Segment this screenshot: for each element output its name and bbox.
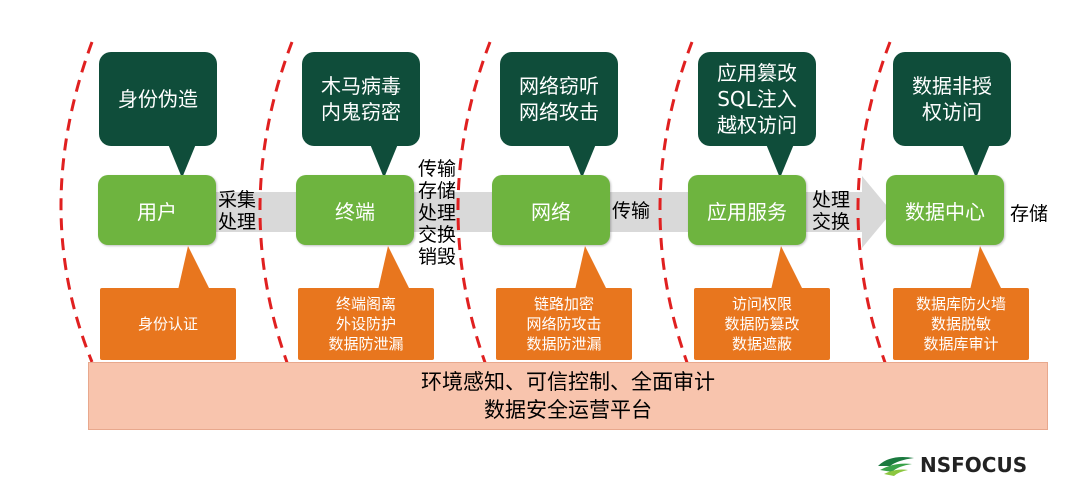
threat-callout-2: 木马病毒 内鬼窃密: [302, 52, 420, 146]
defense-text: 身份认证: [137, 315, 198, 333]
defense-tail: [378, 246, 410, 290]
defense-text: 终端阁离 外设防护 数据防泄漏: [328, 295, 404, 353]
boundary-arc-4: [658, 41, 694, 377]
flow-label-store: 存储: [1010, 203, 1049, 225]
defense-callout-3: 链路加密 网络防攻击 数据防泄漏: [496, 288, 632, 360]
defense-text: 访问权限 数据防篡改 数据遮蔽: [724, 295, 800, 353]
stage-label: 应用服务: [707, 199, 787, 224]
defense-callout-4: 访问权限 数据防篡改 数据遮蔽: [694, 288, 830, 360]
defense-callout-5: 数据库防火墙 数据脱敏 数据库审计: [893, 288, 1029, 360]
threat-text: 网络窃听 网络攻击: [519, 74, 599, 124]
stage-label: 终端: [335, 199, 375, 224]
defense-tail: [575, 246, 607, 290]
threat-tail: [168, 144, 196, 178]
threat-callout-5: 数据非授 权访问: [893, 52, 1011, 146]
stage-app-service: 应用服务: [688, 175, 806, 245]
threat-tail: [766, 144, 794, 178]
platform-line-1: 环境感知、可信控制、全面审计: [421, 370, 715, 394]
defense-tail: [970, 246, 1002, 290]
flow-label-transfer: 传输: [612, 200, 651, 222]
nsfocus-emblem-icon: [878, 457, 914, 476]
stage-label: 用户: [137, 199, 177, 224]
stage-label: 数据中心: [905, 199, 985, 224]
defense-text: 链路加密 网络防攻击 数据防泄漏: [526, 295, 602, 353]
threat-text: 数据非授 权访问: [912, 74, 992, 124]
boundary-arc-5: [856, 41, 892, 377]
stage-user: 用户: [98, 175, 216, 245]
threat-tail: [370, 144, 398, 178]
boundary-arc-3: [456, 41, 492, 377]
stage-data-center: 数据中心: [886, 175, 1004, 245]
threat-callout-3: 网络窃听 网络攻击: [500, 52, 618, 146]
nsfocus-logo: NSFOCUS: [876, 452, 1027, 478]
threat-text: 身份伪造: [118, 87, 198, 111]
logo-text: NSFOCUS: [920, 453, 1028, 477]
threat-callout-1: 身份伪造: [99, 52, 217, 146]
threat-tail: [962, 144, 990, 178]
flow-label-collect: 采集 处理: [218, 189, 257, 233]
stage-terminal: 终端: [296, 175, 414, 245]
boundary-arc-2: [258, 41, 294, 377]
stage-network: 网络: [492, 175, 610, 245]
boundary-arc-1: [59, 41, 94, 363]
defense-callout-1: 身份认证: [100, 288, 236, 360]
threat-text: 木马病毒 内鬼窃密: [321, 74, 401, 124]
flow-label-process-exchange: 处理 交换: [812, 189, 851, 233]
defense-tail: [771, 246, 803, 290]
platform-line-2: 数据安全运营平台: [484, 398, 652, 422]
threat-callout-4: 应用篡改 SQL注入 越权访问: [698, 52, 816, 146]
defense-callout-2: 终端阁离 外设防护 数据防泄漏: [298, 288, 434, 360]
stage-label: 网络: [531, 199, 571, 224]
defense-text: 数据库防火墙 数据脱敏 数据库审计: [915, 295, 1006, 353]
threat-tail: [568, 144, 596, 178]
flow-label-transfer-store: 传输 存储 处理 交换 销毁: [418, 158, 457, 268]
threat-text: 应用篡改 SQL注入 越权访问: [717, 61, 797, 137]
security-platform-bar: 环境感知、可信控制、全面审计 数据安全运营平台: [88, 362, 1048, 430]
defense-tail: [178, 246, 210, 290]
